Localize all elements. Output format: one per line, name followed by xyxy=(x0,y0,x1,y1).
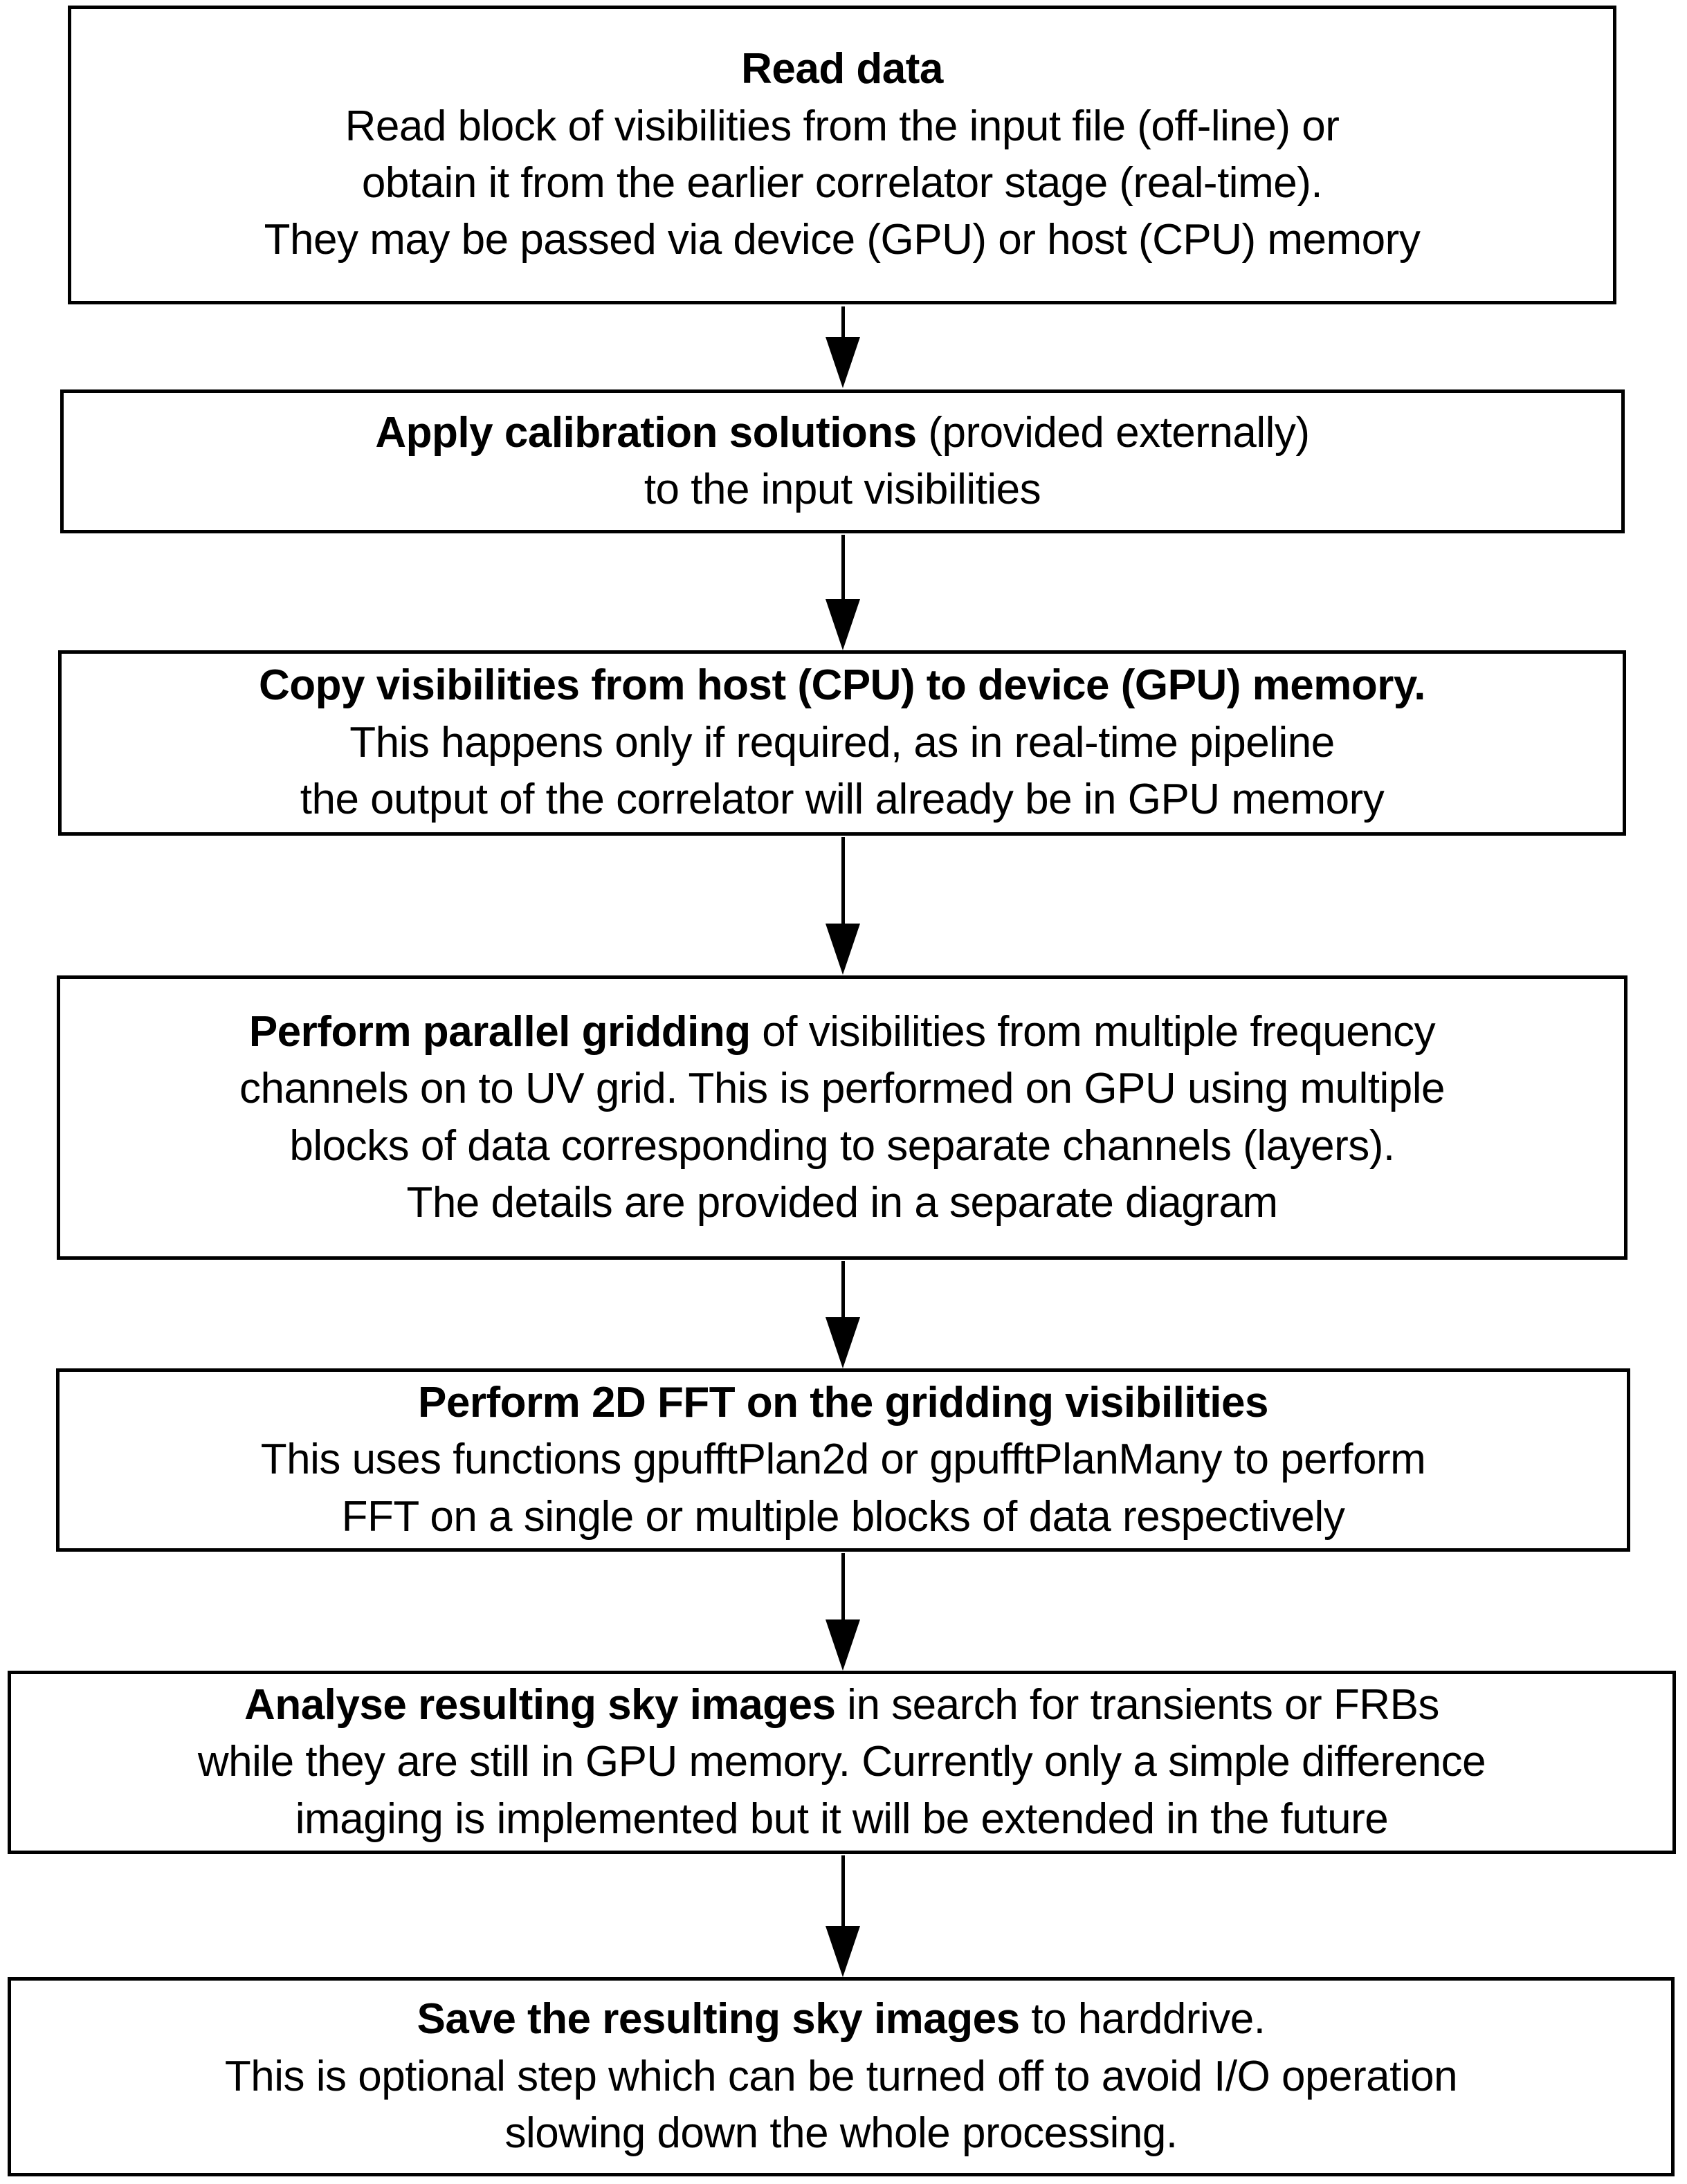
node-line: Read data xyxy=(78,41,1606,98)
arrow-head-icon xyxy=(826,1317,860,1368)
arrow-shaft xyxy=(841,535,845,601)
arrow-head-icon xyxy=(826,599,860,650)
node-line-lead: Copy visibilities from host (CPU) to dev… xyxy=(259,661,1425,710)
node-line: Perform parallel gridding of visibilitie… xyxy=(67,1004,1617,1061)
arrow-head-icon xyxy=(826,1926,860,1977)
node-save-sky-images[interactable]: Save the resulting sky images to harddri… xyxy=(8,1977,1675,2176)
node-line-lead: Perform 2D FFT on the gridding visibilit… xyxy=(418,1378,1268,1426)
node-line-lead: Save the resulting sky images xyxy=(417,1995,1021,2044)
arrow-shaft xyxy=(841,306,845,340)
arrow-head-icon xyxy=(826,337,860,388)
node-line: to the input visibilities xyxy=(71,461,1614,518)
node-analyse-sky-images[interactable]: Analyse resulting sky images in search f… xyxy=(8,1671,1676,1854)
node-line-rest: to the input visibilities xyxy=(644,466,1041,513)
arrow-shaft xyxy=(841,1553,845,1622)
node-line-rest: imaging is implemented but it will be ex… xyxy=(295,1795,1389,1843)
arrow-head-icon xyxy=(826,1619,860,1671)
arrow-head-icon xyxy=(826,924,860,975)
node-line: slowing down the whole processing. xyxy=(18,2105,1664,2162)
node-line-rest: This happens only if required, as in rea… xyxy=(349,718,1335,767)
node-read-data[interactable]: Read data Read block of visibilities fro… xyxy=(68,6,1616,304)
node-line-rest: while they are still in GPU memory. Curr… xyxy=(197,1738,1486,1786)
node-line: Save the resulting sky images to harddri… xyxy=(18,1991,1664,2048)
node-line-rest: the output of the correlator will alread… xyxy=(300,776,1385,824)
node-copy-visibilities[interactable]: Copy visibilities from host (CPU) to dev… xyxy=(58,650,1626,836)
node-line: Read block of visibilities from the inpu… xyxy=(78,98,1606,155)
node-line: Perform 2D FFT on the gridding visibilit… xyxy=(66,1375,1620,1431)
arrow-shaft xyxy=(841,1855,845,1928)
node-line: Analyse resulting sky images in search f… xyxy=(18,1677,1666,1734)
node-line-rest: This is optional step which can be turne… xyxy=(224,2052,1458,2100)
node-read-data-text: Read data Read block of visibilities fro… xyxy=(78,41,1606,269)
node-line: the output of the correlator will alread… xyxy=(69,771,1616,828)
node-line: The details are provided in a separate d… xyxy=(67,1175,1617,1231)
node-line: They may be passed via device (GPU) or h… xyxy=(78,212,1606,268)
node-line-lead: Analyse resulting sky images xyxy=(244,1680,836,1729)
node-apply-calibration[interactable]: Apply calibration solutions (provided ex… xyxy=(60,389,1625,533)
node-perform-2d-fft-text: Perform 2D FFT on the gridding visibilit… xyxy=(66,1375,1620,1545)
node-apply-calibration-text: Apply calibration solutions (provided ex… xyxy=(71,405,1614,519)
node-line-lead: Perform parallel gridding xyxy=(248,1007,751,1056)
node-line: This happens only if required, as in rea… xyxy=(69,715,1616,771)
node-save-sky-images-text: Save the resulting sky images to harddri… xyxy=(18,1991,1664,2162)
node-line-rest: in search for transients or FRBs xyxy=(835,1680,1439,1729)
node-line: blocks of data corresponding to separate… xyxy=(67,1118,1617,1175)
node-line-rest: Read block of visibilities from the inpu… xyxy=(345,102,1340,150)
node-line-lead: Apply calibration solutions xyxy=(375,408,917,457)
node-line-rest: of visibilities from multiple frequency xyxy=(750,1007,1436,1056)
node-line: This is optional step which can be turne… xyxy=(18,2048,1664,2105)
node-parallel-gridding[interactable]: Perform parallel gridding of visibilitie… xyxy=(57,975,1627,1260)
node-line: Apply calibration solutions (provided ex… xyxy=(71,405,1614,461)
node-copy-visibilities-text: Copy visibilities from host (CPU) to dev… xyxy=(69,657,1616,828)
node-line-rest: This uses functions gpufftPlan2d or gpuf… xyxy=(260,1435,1426,1484)
node-line: imaging is implemented but it will be ex… xyxy=(18,1791,1666,1848)
node-line: channels on to UV grid. This is performe… xyxy=(67,1061,1617,1117)
node-line-rest: slowing down the whole processing. xyxy=(504,2109,1178,2158)
node-line-rest: The details are provided in a separate d… xyxy=(406,1178,1278,1227)
node-line-rest: blocks of data corresponding to separate… xyxy=(289,1121,1395,1170)
node-line-rest: (provided externally) xyxy=(916,408,1310,457)
node-line-rest: to harddrive. xyxy=(1019,1995,1266,2044)
node-line: while they are still in GPU memory. Curr… xyxy=(18,1734,1666,1790)
node-line: This uses functions gpufftPlan2d or gpuf… xyxy=(66,1431,1620,1488)
node-line-rest: They may be passed via device (GPU) or h… xyxy=(264,216,1421,264)
node-line: obtain it from the earlier correlator st… xyxy=(78,155,1606,212)
arrow-shaft xyxy=(841,1261,845,1319)
node-line: FFT on a single or multiple blocks of da… xyxy=(66,1489,1620,1545)
node-line-rest: obtain it from the earlier correlator st… xyxy=(361,159,1323,207)
node-line-lead: Read data xyxy=(741,45,943,93)
node-perform-2d-fft[interactable]: Perform 2D FFT on the gridding visibilit… xyxy=(56,1368,1630,1552)
node-line-rest: FFT on a single or multiple blocks of da… xyxy=(341,1492,1345,1541)
node-analyse-sky-images-text: Analyse resulting sky images in search f… xyxy=(18,1677,1666,1848)
arrow-shaft xyxy=(841,837,845,926)
node-line: Copy visibilities from host (CPU) to dev… xyxy=(69,657,1616,714)
node-parallel-gridding-text: Perform parallel gridding of visibilitie… xyxy=(67,1004,1617,1232)
node-line-rest: channels on to UV grid. This is performe… xyxy=(239,1065,1446,1113)
